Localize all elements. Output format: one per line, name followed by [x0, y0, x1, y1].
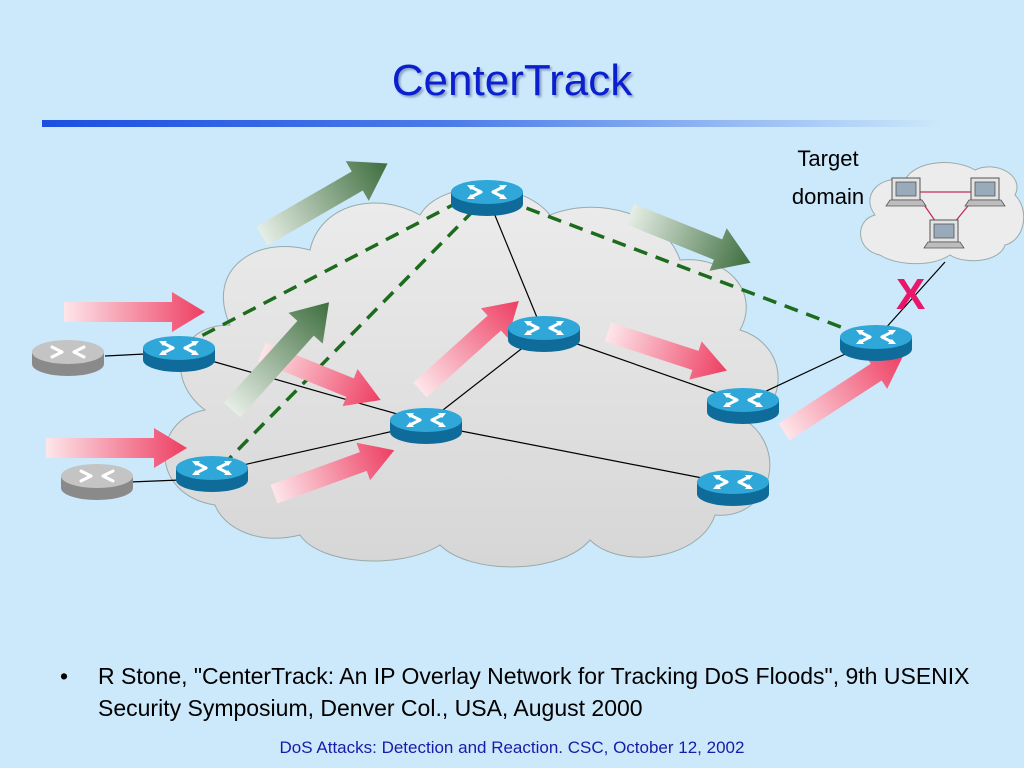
overlay-flow-arrows: [223, 161, 751, 418]
target-label-line2: domain: [791, 184, 865, 209]
overlay-arrow: [625, 203, 751, 271]
target-host-icon: [923, 219, 965, 249]
attack-arrow: [778, 354, 904, 441]
router-icon: [506, 314, 582, 354]
target-host-icon: [964, 177, 1006, 207]
overlay-arrow: [256, 161, 388, 246]
target-host-icon: [885, 177, 927, 207]
target-label-line1: Target: [797, 146, 859, 171]
reference-text: R Stone, "CenterTrack: An IP Overlay Net…: [98, 663, 970, 721]
attack-arrow: [64, 292, 205, 332]
edge-router-icon: [30, 338, 106, 378]
title-underline: [42, 120, 942, 127]
page-title: CenterTrack: [391, 56, 633, 105]
attack-flow-arrows: [46, 292, 904, 504]
attack-arrow: [46, 428, 187, 468]
router-icon: [388, 406, 464, 446]
router-icon: [174, 454, 250, 494]
attack-arrow: [604, 322, 727, 380]
router-icon: [695, 468, 771, 508]
attack-arrow: [270, 442, 395, 504]
bullet-marker: •: [60, 663, 69, 689]
attack-arrow: [413, 301, 519, 398]
router-icon: [705, 386, 781, 426]
overlay-arrow: [223, 302, 330, 418]
edge-router-icon: [59, 462, 135, 502]
overlay-tunnels: [181, 194, 871, 468]
attack-marker: X: [896, 270, 926, 319]
router-icon: [449, 178, 525, 218]
target-network: [885, 177, 1006, 249]
footer-text: DoS Attacks: Detection and Reaction. CSC…: [279, 738, 745, 757]
router-icon: [838, 323, 914, 363]
router-icon: [141, 334, 217, 374]
